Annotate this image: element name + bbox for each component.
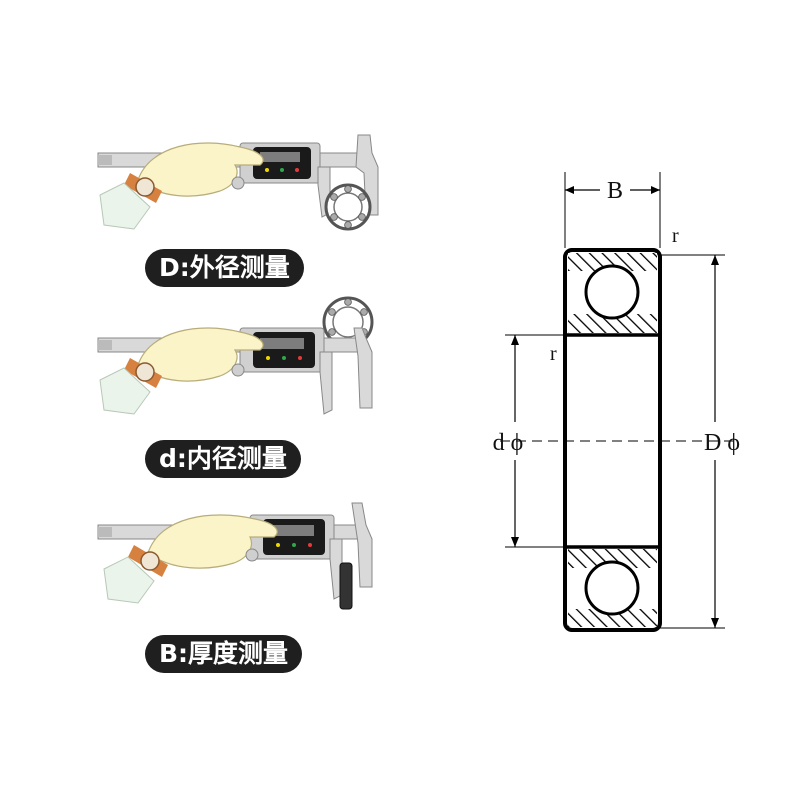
bearing-section <box>563 248 662 632</box>
bearing-icon <box>324 183 372 231</box>
inner-radius-label: r <box>550 343 557 365</box>
outer-diameter-label: D ϕ <box>704 430 740 456</box>
caliper-fixed-jaw <box>355 134 379 216</box>
caption-outer-diameter: D:外径测量 <box>145 249 304 287</box>
caliper-fixed-jaw <box>351 502 373 588</box>
measurement-panel-inner: d:内径测量 <box>90 290 390 480</box>
rolling-ball-top <box>584 264 640 320</box>
hand-illustration <box>137 327 264 382</box>
dimension-bore: d ϕ <box>493 334 565 548</box>
outer-ring-bottom <box>568 609 657 627</box>
hand-illustration <box>147 514 278 569</box>
outer-ring-top <box>568 253 657 271</box>
outer-radius-label: r <box>672 225 679 247</box>
width-label: B <box>607 178 623 204</box>
watch-icon <box>135 177 155 197</box>
caliper-illustration-outer <box>97 134 379 231</box>
dimension-width: B <box>564 172 661 248</box>
bearing-outline <box>563 248 662 632</box>
caption-inner-diameter: d:内径测量 <box>145 440 301 478</box>
caliper-fixed-jaw <box>353 327 373 409</box>
watch-icon <box>135 362 155 382</box>
watch-icon <box>140 551 160 571</box>
caliper-display <box>253 332 315 368</box>
dimension-outer: D ϕ <box>660 254 740 629</box>
measurement-panel-width: B:厚度测量 <box>90 495 390 685</box>
rolling-ball-bottom <box>584 560 640 616</box>
measurement-panel-outer: D:外径测量 <box>90 125 390 295</box>
inner-ring-top <box>568 314 657 333</box>
bearing-cross-section-diagram: B r r d ϕ D ϕ <box>493 172 740 632</box>
caption-width: B:厚度测量 <box>145 635 303 673</box>
caliper-illustration-width <box>97 502 373 610</box>
bore-label: d ϕ <box>493 430 524 456</box>
caliper-illustration-inner <box>97 296 374 415</box>
bearing-icon <box>339 562 353 610</box>
inner-ring-bottom <box>568 549 657 568</box>
